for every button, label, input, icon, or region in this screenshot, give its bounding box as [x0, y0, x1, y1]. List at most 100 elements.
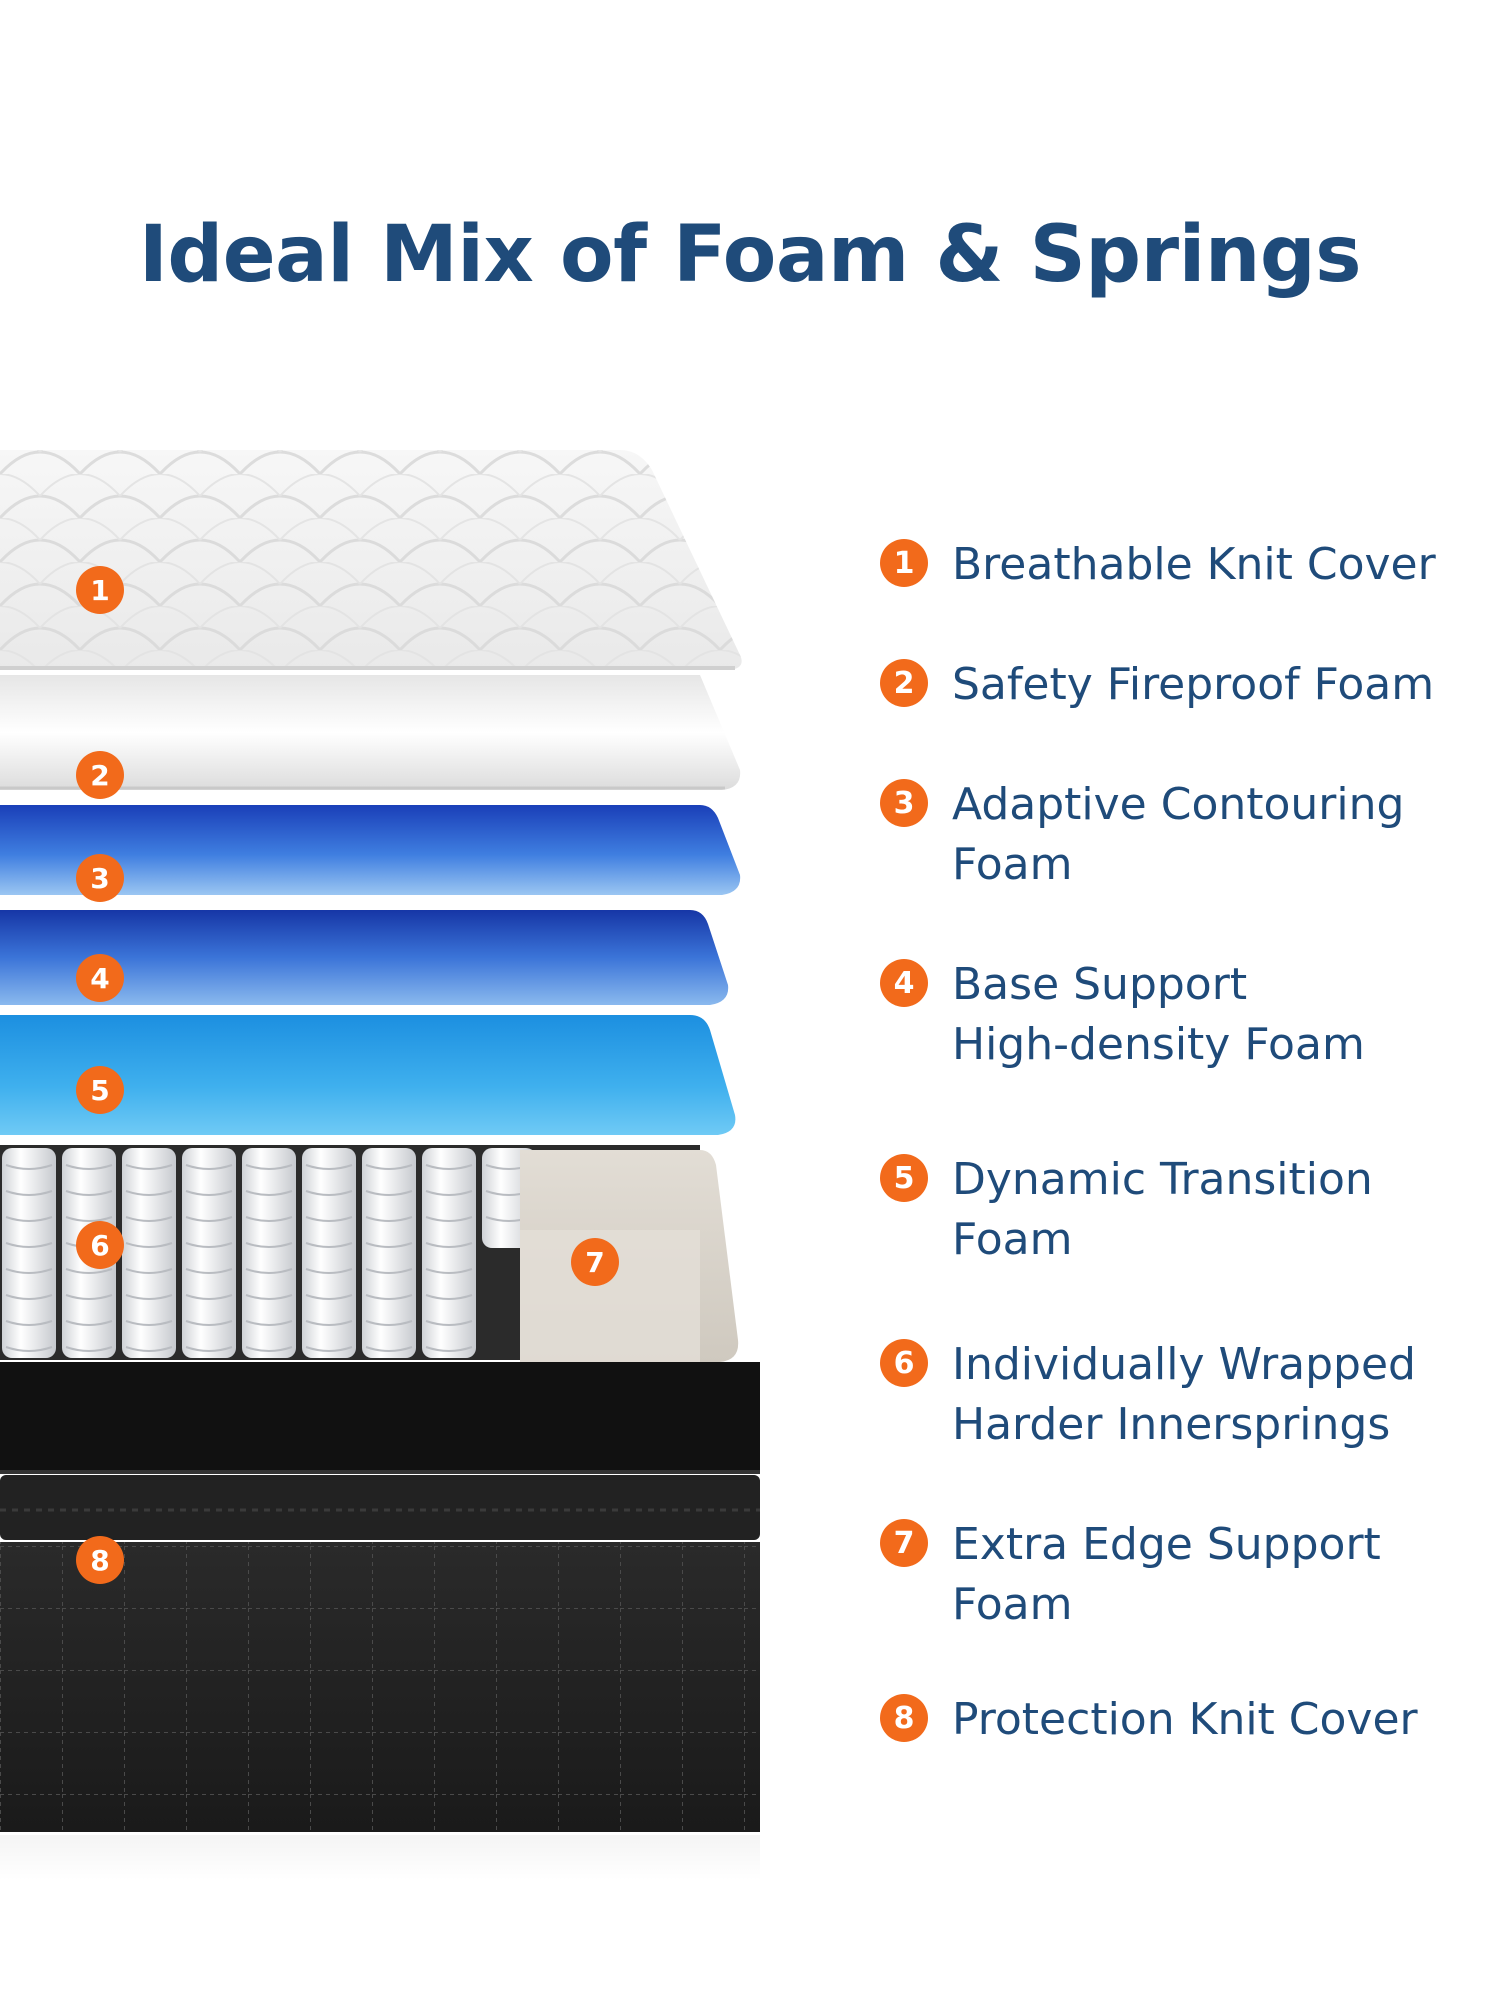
spring-coil-ring — [365, 1320, 413, 1326]
spring-coil-ring — [245, 1268, 293, 1274]
spring-coil-ring — [425, 1190, 473, 1196]
legend-label-5: Dynamic Transition Foam — [952, 1154, 1373, 1265]
spring-coil-ring — [185, 1268, 233, 1274]
spring-coil-ring — [305, 1216, 353, 1222]
spring-coil-ring — [425, 1242, 473, 1248]
svg-text:8: 8 — [90, 1544, 109, 1577]
spring-coil-ring — [125, 1294, 173, 1300]
spring-coil-ring — [125, 1164, 173, 1170]
legend-label-3: Adaptive Contouring Foam — [952, 779, 1405, 890]
spring-coil-ring — [5, 1320, 53, 1326]
spring-coil-ring — [425, 1164, 473, 1170]
spring-coil-ring — [365, 1216, 413, 1222]
spring-coil-ring — [125, 1268, 173, 1274]
spring-coil — [182, 1148, 236, 1358]
spring-coil-ring — [65, 1320, 113, 1326]
spring-coil-ring — [65, 1268, 113, 1274]
spring-coil-ring — [425, 1346, 473, 1352]
spring-coil-ring — [125, 1242, 173, 1248]
legend-label-6: Individually Wrapped Harder Innersprings — [952, 1339, 1416, 1450]
spring-coil-ring — [65, 1294, 113, 1300]
spring-coil-ring — [65, 1190, 113, 1196]
spring-coil-ring — [425, 1268, 473, 1274]
legend-label-1: Breathable Knit Cover — [952, 539, 1436, 590]
spring-coil-ring — [365, 1164, 413, 1170]
illustration-badge-3: 3 — [76, 854, 124, 902]
layer-3-contouring-foam — [0, 805, 741, 895]
spring-coil-ring — [65, 1346, 113, 1352]
svg-text:2: 2 — [90, 759, 109, 792]
spring-coil-ring — [125, 1216, 173, 1222]
spring-coil-ring — [125, 1320, 173, 1326]
spring-coil-ring — [425, 1216, 473, 1222]
layer-8-protection-cover — [0, 1362, 760, 1832]
spring-coil-ring — [5, 1164, 53, 1170]
spring-coil-ring — [185, 1242, 233, 1248]
legend-badge-4: 4 — [880, 959, 928, 1007]
spring-coil-ring — [305, 1320, 353, 1326]
illustration-badge-8: 8 — [76, 1536, 124, 1584]
spring-coil-ring — [5, 1346, 53, 1352]
legend-badge-2: 2 — [880, 659, 928, 707]
spring-coil-ring — [125, 1190, 173, 1196]
spring-coil — [2, 1148, 56, 1358]
spring-coil-ring — [365, 1190, 413, 1196]
spring-coil-ring — [245, 1190, 293, 1196]
spring-coil-ring — [245, 1346, 293, 1352]
legend-badge-6: 6 — [880, 1339, 928, 1387]
svg-text:5: 5 — [90, 1074, 109, 1107]
spring-coil-ring — [245, 1294, 293, 1300]
layer-1-knit-cover — [0, 450, 742, 670]
spring-coil-ring — [365, 1242, 413, 1248]
spring-coil-ring — [245, 1320, 293, 1326]
spring-coil-ring — [5, 1268, 53, 1274]
legend-label-8: Protection Knit Cover — [952, 1694, 1418, 1745]
layer-7-edge-foam — [520, 1150, 739, 1362]
spring-coil — [242, 1148, 296, 1358]
spring-coil — [302, 1148, 356, 1358]
spring-coil-ring — [65, 1164, 113, 1170]
spring-coil-ring — [305, 1190, 353, 1196]
spring-coil-ring — [185, 1320, 233, 1326]
spring-coil-ring — [5, 1190, 53, 1196]
spring-coil-ring — [365, 1268, 413, 1274]
page-title: Ideal Mix of Foam & Springs — [138, 210, 1362, 300]
legend-label-4: Base Support High-density Foam — [952, 959, 1365, 1070]
spring-coil-ring — [185, 1294, 233, 1300]
layer-4-base-foam — [0, 910, 729, 1005]
spring-coil-ring — [365, 1346, 413, 1352]
spring-coil-ring — [65, 1216, 113, 1222]
spring-coil-ring — [5, 1242, 53, 1248]
illustration-badge-7: 7 — [571, 1238, 619, 1286]
spring-coil-ring — [185, 1190, 233, 1196]
spring-coil-ring — [305, 1242, 353, 1248]
spring-coil — [422, 1148, 476, 1358]
spring-coil-ring — [305, 1346, 353, 1352]
svg-text:7: 7 — [585, 1246, 604, 1279]
illustration-badge-1: 1 — [76, 566, 124, 614]
legend-badge-5: 5 — [880, 1154, 928, 1202]
legend-badge-8: 8 — [880, 1694, 928, 1742]
spring-coil-ring — [425, 1294, 473, 1300]
svg-text:3: 3 — [90, 862, 109, 895]
spring-coil-ring — [245, 1216, 293, 1222]
legend-label-7: Extra Edge Support Foam — [952, 1519, 1381, 1630]
svg-text:4: 4 — [90, 962, 109, 995]
legend-label-2: Safety Fireproof Foam — [952, 659, 1435, 710]
illustration-badge-2: 2 — [76, 751, 124, 799]
svg-text:1: 1 — [90, 574, 109, 607]
spring-coil-ring — [125, 1346, 173, 1352]
legend-badge-3: 3 — [880, 779, 928, 827]
spring-coil-ring — [305, 1164, 353, 1170]
legend-badge-7: 7 — [880, 1519, 928, 1567]
spring-coil-ring — [365, 1294, 413, 1300]
spring-coil-ring — [305, 1268, 353, 1274]
illustration-badge-6: 6 — [76, 1221, 124, 1269]
spring-coil-ring — [305, 1294, 353, 1300]
spring-coil — [122, 1148, 176, 1358]
layer-2-fireproof-foam — [0, 675, 741, 790]
spring-coil-ring — [245, 1242, 293, 1248]
legend-badge-1: 1 — [880, 539, 928, 587]
spring-coil-ring — [185, 1164, 233, 1170]
spring-coil-ring — [245, 1164, 293, 1170]
